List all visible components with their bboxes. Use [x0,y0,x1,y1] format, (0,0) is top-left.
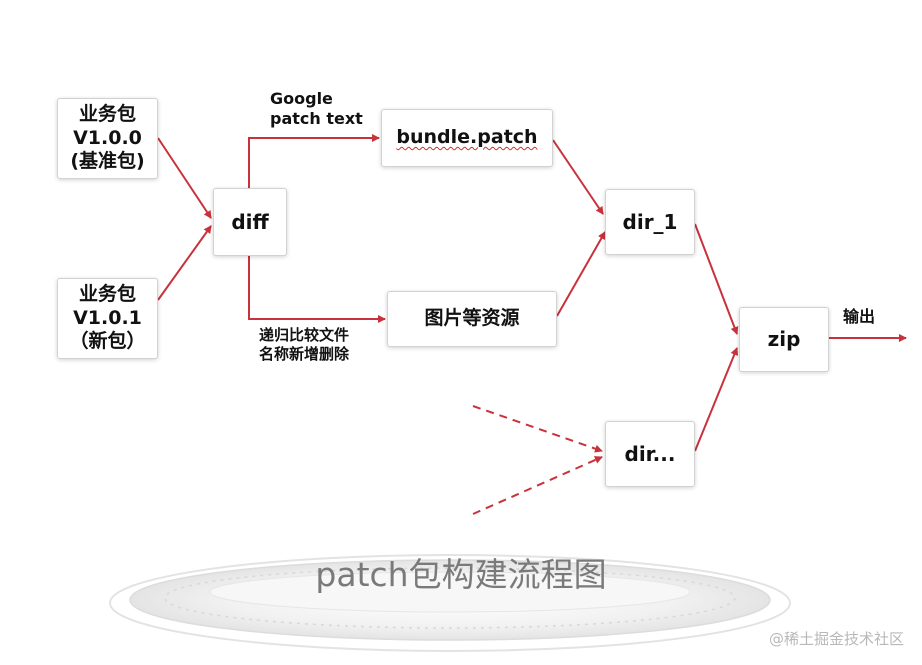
base-package-line-2: V1.0.0 [73,126,142,149]
recursive-compare-line-1: 递归比较文件 [259,326,350,344]
base-package-line-3: (基准包) [70,150,145,173]
google-patch-line-1: Google [270,89,333,108]
edge-bundle-patch-to-dir1 [552,139,604,215]
label-recursive-compare: 递归比较文件 名称新增删除 [259,326,349,364]
node-diff: diff [213,188,287,256]
dir1-label: dir_1 [622,209,678,234]
edge-dir1-to-zip [694,223,739,335]
edge-dashed-upper [472,405,603,453]
new-package-line-2: V1.0.1 [73,306,142,329]
node-dir-more: dir... [605,421,695,487]
diagram-caption: patch包构建流程图 [315,555,607,594]
node-images-resources: 图片等资源 [387,291,557,347]
node-bundle-patch: bundle.patch [381,109,553,167]
recursive-compare-line-2: 名称新增删除 [259,344,350,363]
watermark: @稀土掘金技术社区 [768,630,904,648]
edge-base-to-diff [157,137,212,219]
edge-diff-to-bundle-patch [248,134,380,188]
diff-label: diff [231,209,269,234]
dir-more-label: dir... [624,441,676,466]
bundle-patch-label: bundle.patch [396,126,538,149]
edge-diff-to-images [248,256,386,323]
new-package-line-1: 业务包 [78,282,136,305]
google-patch-line-2: patch text [270,109,363,128]
images-resources-label: 图片等资源 [424,307,520,330]
node-base-package: 业务包 V1.0.0 (基准包) [57,98,158,179]
base-package-line-1: 业务包 [78,102,136,125]
output-text: 输出 [843,307,876,326]
label-output: 输出 [843,307,875,327]
node-dir1: dir_1 [605,189,695,255]
node-new-package: 业务包 V1.0.1 （新包） [57,278,158,359]
new-package-line-3: （新包） [69,330,146,353]
node-zip: zip [739,307,829,372]
edge-images-to-dir1 [556,231,606,317]
edge-dashed-lower [472,456,603,515]
edge-new-to-diff [157,225,212,301]
label-google-patch: Google patch text [270,89,363,129]
edge-dirmore-to-zip [694,347,739,452]
zip-label: zip [767,327,801,351]
